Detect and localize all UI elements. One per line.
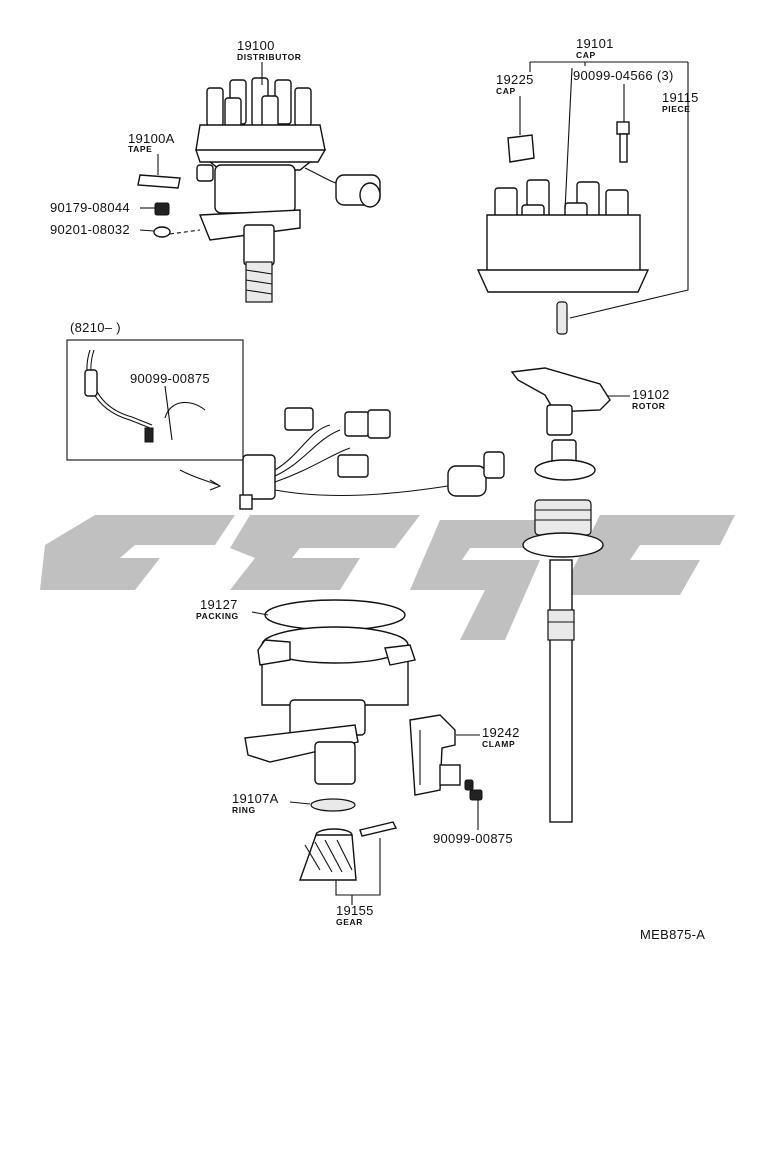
label-19101-number: 19101 [576,36,614,51]
label-clamp-screw-number: 90099-00875 [433,831,513,846]
label-19100-number: 19100 [237,38,275,53]
gear-part [299,821,398,881]
watermark-logo [40,515,735,640]
label-19155-name: GEAR [336,917,363,927]
label-19115-number: 19115 [662,90,699,105]
label-19127-name: PACKING [196,611,239,621]
housing-assembly [244,599,416,785]
nut-part [154,202,170,216]
distributor-assembly [195,77,381,303]
label-19100a-name: TAPE [128,144,152,154]
tape-part [137,174,181,189]
label-19225-number: 19225 [496,72,534,87]
label-19115-name: PIECE [662,104,691,114]
range-label: (8210– ) [70,320,121,335]
label-90179-number: 90179-08044 [50,200,130,215]
cap-assembly [476,121,650,335]
label-19101-name: CAP [576,50,596,60]
label-90099-04566-number: 90099-04566 (3) [573,68,674,83]
inset-box [66,339,244,461]
label-19242-name: CLAMP [482,739,515,749]
label-19102-number: 19102 [632,387,670,402]
label-19225-name: CAP [496,86,516,96]
label-19127-number: 19127 [200,597,238,612]
inset-arrow [179,469,219,486]
label-19100-name: DISTRIBUTOR [237,52,302,62]
label-19155-number: 19155 [336,903,374,918]
label-inset-90099-number: 90099-00875 [130,371,210,386]
label-19102-name: ROTOR [632,401,666,411]
clamp-part [409,714,461,796]
label-90201-number: 90201-08032 [50,222,130,237]
inset-wire [84,349,206,443]
label-19107a-number: 19107A [232,791,279,806]
ring-part [310,798,356,812]
rotor-shaft-assembly [510,367,611,823]
wiring-harness [239,407,505,510]
diagram-code: MEB875-A [640,927,705,942]
washer-part [153,226,171,238]
label-19100a-number: 19100A [128,131,175,146]
label-19242-number: 19242 [482,725,520,740]
clamp-screw-part [464,779,483,801]
label-19107a-name: RING [232,805,256,815]
